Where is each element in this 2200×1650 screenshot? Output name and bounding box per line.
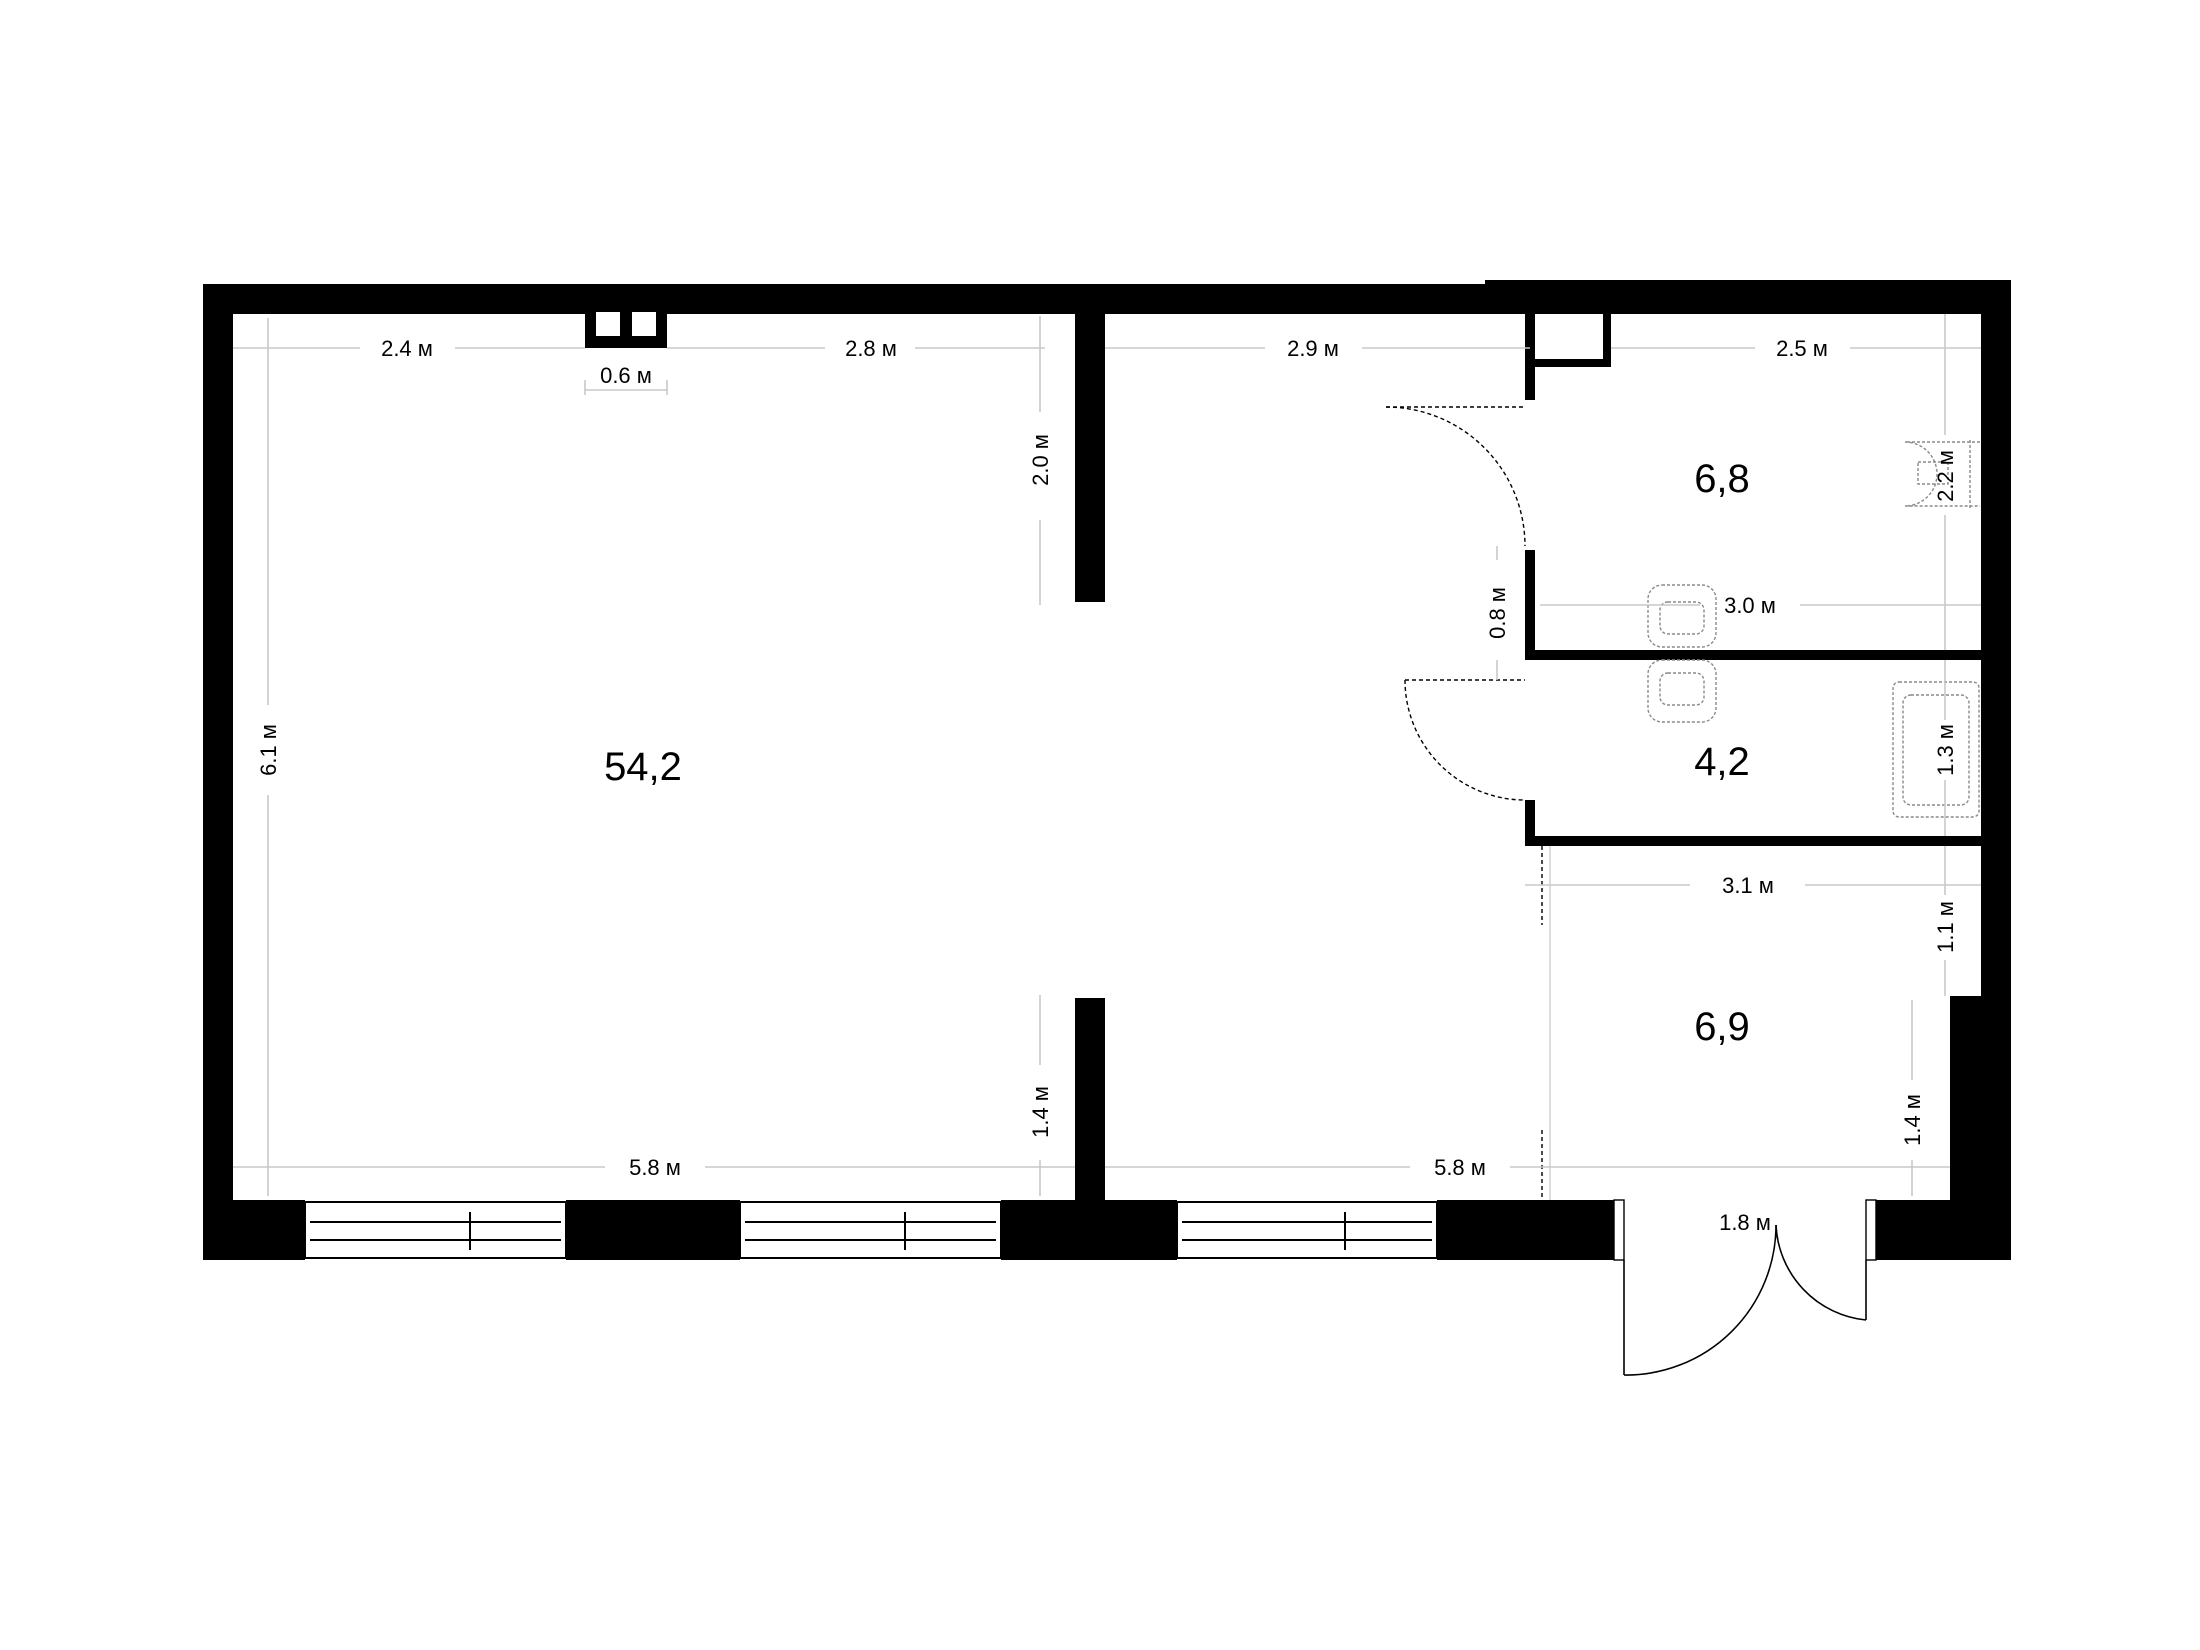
wall-bottom-left-end [203,1200,305,1260]
dimension-label: 2.2 м [1933,450,1958,502]
wall-bottom-pier-3 [1437,1200,1614,1260]
dimension-label: 5.8 м [629,1155,681,1180]
partition-lower [1075,998,1105,1200]
column-cell-right [632,312,656,336]
door-bath [1404,679,1526,801]
room-area-middle-right: 4,2 [1694,740,1750,784]
dimension-label: 1.1 м [1933,901,1958,953]
dimension-label: 2.0 м [1028,434,1053,486]
window-1 [304,1201,567,1259]
partition-wc-bottom [1525,550,1535,650]
partition-bath-top [1525,650,1981,660]
room-area-top-right: 6,8 [1694,457,1750,501]
sink-icon [1647,659,1717,723]
dimension-label: 6.1 м [256,724,281,776]
dimension-label: 2.8 м [845,336,897,361]
dimension-label: 0.8 м [1485,587,1510,639]
dimension-label: 3.1 м [1722,873,1774,898]
dimension-lines [233,314,1981,1196]
entrance-door-right [1775,1199,1877,1321]
dimension-label: 1.4 м [1028,1086,1053,1138]
window-3 [1176,1201,1438,1259]
wall-bottom-right-end [1876,1200,2011,1260]
room-areas: 54,2 6,8 4,2 6,9 [604,457,1750,1049]
dimension-label: 2.9 м [1287,336,1339,361]
wall-bottom-pier-2 [1001,1200,1177,1260]
windows [304,1201,1438,1259]
toilet-icon [1904,440,1980,508]
wall-left-top [203,284,233,389]
wall-bottom-pier-1 [566,1200,740,1260]
sink-icon [1647,584,1717,648]
walls [203,280,2011,1260]
room-area-main-hall: 54,2 [604,745,682,789]
window-2 [739,1201,1002,1259]
room-area-bottom-right: 6,9 [1694,1005,1750,1049]
doors [1385,406,1877,1376]
shaft-wall-bottom [1535,359,1611,367]
wall-right-upper [1981,284,2011,1004]
shaft-wall-right [1603,306,1611,366]
fixtures [1647,440,1980,818]
entrance-door-left [1613,1199,1777,1376]
partition-wc-top [1525,314,1535,400]
partition-upper [1075,314,1105,602]
column-cell-left [596,312,620,336]
dimension-label: 1.3 м [1933,724,1958,776]
partition-bath-bottom [1525,836,1981,846]
dimension-labels: 2.4 м 0.6 м 2.8 м 2.9 м 2.5 м 6.1 м 2.0 … [256,336,1958,1235]
partition-bath-side [1525,800,1535,845]
shower-tray-icon [1892,681,1980,818]
dimension-label: 3.0 м [1724,593,1776,618]
dimension-label: 0.6 м [600,363,652,388]
dimension-label: 2.5 м [1776,336,1828,361]
wall-left-pier [203,385,233,603]
dimension-label: 1.4 м [1900,1094,1925,1146]
shaft-wall-top [1530,306,1610,314]
dimension-label: 2.4 м [381,336,433,361]
dimension-label: 1.8 м [1719,1210,1771,1235]
door-wc [1385,406,1526,547]
dimension-label: 5.8 м [1434,1155,1486,1180]
wall-top-left [203,284,1485,314]
store-open-boundary [1541,846,1551,1200]
